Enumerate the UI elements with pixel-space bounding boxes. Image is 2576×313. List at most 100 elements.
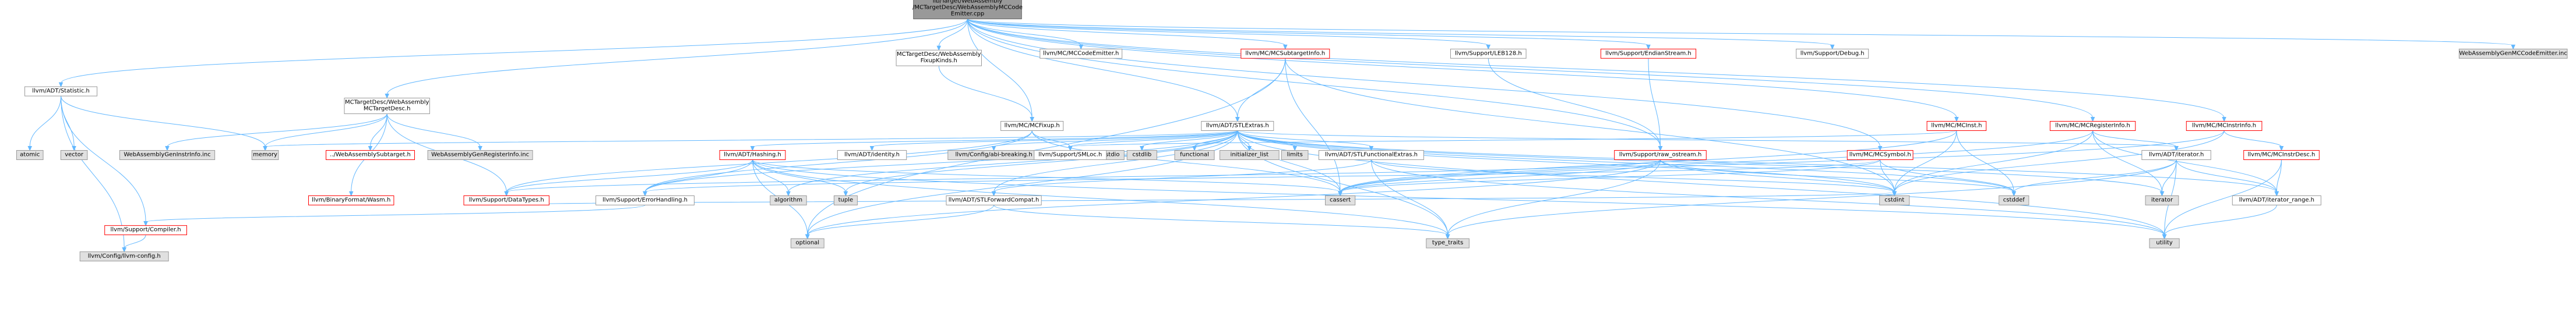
edge-line xyxy=(752,159,789,193)
node-box xyxy=(251,150,279,160)
graph-node-mcfixup[interactable]: llvm/MC/MCFixup.h xyxy=(1000,120,1064,131)
node-label: llvm/MC/MCCodeEmitter.h xyxy=(1043,50,1119,56)
graph-node-errorhandling[interactable]: llvm/Support/ErrorHandling.h xyxy=(595,195,695,205)
node-label: llvm/BinaryFormat/Wasm.h xyxy=(312,197,390,203)
node-label: MCTargetDesc/WebAssembly xyxy=(897,51,981,58)
edge-root-to-statistic xyxy=(58,19,968,88)
node-label: lib/Target/WebAssembly xyxy=(933,0,1003,5)
edge-line xyxy=(386,113,481,147)
edge-line xyxy=(506,159,1661,193)
edge-mcinst-to-cstdint xyxy=(1892,130,1957,197)
graph-node-debug[interactable]: llvm/Support/Debug.h xyxy=(1796,48,1869,59)
edge-line xyxy=(1894,130,1957,193)
node-box xyxy=(946,195,1042,205)
node-label: algorithm xyxy=(774,197,802,203)
graph-node-mccodeemitter[interactable]: llvm/MC/MCCodeEmitter.h xyxy=(1039,48,1123,59)
graph-node-hashing[interactable]: llvm/ADT/Hashing.h xyxy=(719,150,786,160)
edge-stlfunctionalextras-to-cstdint xyxy=(1370,159,1897,197)
node-box xyxy=(1174,150,1215,160)
graph-node-datatypes[interactable]: llvm/Support/DataTypes.h xyxy=(463,195,549,205)
edge-line xyxy=(993,130,1238,147)
edge-line xyxy=(872,130,1238,147)
edge-root-to-mccodeemitter xyxy=(967,19,1084,50)
graph-node-genmccodeemitter: WebAssemblyGenMCCodeEmitter.inc xyxy=(2458,48,2568,59)
edge-arrowhead xyxy=(1235,116,1240,122)
graph-node-mcinst[interactable]: llvm/MC/MCInst.h xyxy=(1926,120,1987,131)
graph-node-leb128[interactable]: llvm/Support/LEB128.h xyxy=(1450,48,1527,59)
node-label: cstdio xyxy=(1102,152,1120,158)
graph-node-statistic[interactable]: llvm/ADT/Statistic.h xyxy=(24,86,98,97)
graph-node-stlforwardcompat[interactable]: llvm/ADT/STLForwardCompat.h xyxy=(946,195,1042,205)
graph-node-algorithm: algorithm xyxy=(770,195,807,205)
edge-root-to-mcsymbol xyxy=(967,19,1883,151)
node-label: llvm/MC/MCInstrDesc.h xyxy=(2248,152,2316,158)
node-label: llvm/ADT/STLForwardCompat.h xyxy=(949,197,1039,203)
edge-line xyxy=(644,130,1032,193)
graph-node-iteratorh[interactable]: llvm/ADT/iterator.h xyxy=(2141,150,2211,160)
edge-arrowhead xyxy=(1292,146,1297,151)
edge-line xyxy=(644,130,1238,193)
graph-node-registerinfo[interactable]: llvm/MC/MCRegisterInfo.h xyxy=(2049,120,2136,131)
edge-iteratorrange-to-utility xyxy=(2162,205,2277,240)
node-label: llvm/Config/abi-breaking.h xyxy=(955,152,1032,158)
node-box xyxy=(2232,195,2321,205)
graph-node-rawostream[interactable]: llvm/Support/raw_ostream.h xyxy=(1614,150,1707,160)
edge-line xyxy=(807,205,995,236)
graph-node-cassert: cassert xyxy=(1325,195,1356,205)
graph-node-endianstream[interactable]: llvm/Support/EndianStream.h xyxy=(1600,48,1697,59)
graph-node-typetraits: type_traits xyxy=(1426,238,1470,248)
graph-node-tuple: tuple xyxy=(833,195,858,205)
edge-line xyxy=(2092,130,2162,193)
edge-registerinfo-to-iteratorh xyxy=(2092,130,2179,151)
edge-arrowhead xyxy=(348,191,354,197)
node-box xyxy=(1999,195,2029,205)
edge-line xyxy=(506,130,1032,193)
node-label: llvm/Support/ErrorHandling.h xyxy=(602,197,688,203)
edge-line xyxy=(967,19,1081,46)
edge-line xyxy=(1237,130,2277,193)
node-box xyxy=(1039,48,1123,59)
node-box xyxy=(1281,150,1309,160)
node-label: llvm/ADT/Statistic.h xyxy=(32,88,90,94)
node-box xyxy=(1450,48,1527,59)
edge-arrowhead xyxy=(1445,234,1450,240)
edge-line xyxy=(2092,130,2177,147)
edge-mcsymbol-to-cassert xyxy=(1338,159,1881,197)
edge-arrowhead xyxy=(2222,116,2226,122)
edge-rawostream-to-datatypes xyxy=(504,159,1661,197)
graph-node-subtargetinfo[interactable]: llvm/MC/MCSubtargetInfo.h xyxy=(1241,48,1330,59)
graph-node-stlfunctionalextras[interactable]: llvm/ADT/STLFunctionalExtras.h xyxy=(1318,150,1424,160)
graph-node-stlextras[interactable]: llvm/ADT/STLExtras.h xyxy=(1201,120,1274,131)
edge-root-to-targetdesc xyxy=(385,19,968,99)
edge-fixupkinds-to-mcfixup xyxy=(938,66,1034,122)
edge-arrowhead xyxy=(786,191,791,197)
edge-line xyxy=(967,19,1032,118)
graph-node-binaryformat[interactable]: llvm/BinaryFormat/Wasm.h xyxy=(308,195,394,205)
edge-stlforwardcompat-to-optional xyxy=(805,205,995,240)
edge-stlfunctionalextras-to-utility xyxy=(1370,159,2167,240)
edge-line xyxy=(1285,58,1341,193)
node-box xyxy=(837,150,907,160)
graph-node-iteratorrange[interactable]: llvm/ADT/iterator_range.h xyxy=(2232,195,2321,205)
graph-node-compiler[interactable]: llvm/Support/Compiler.h xyxy=(104,225,187,236)
node-label: WebAssemblyGenRegisterInfo.inc xyxy=(431,152,529,158)
node-box xyxy=(896,49,982,66)
edge-line xyxy=(1285,58,1895,193)
node-box xyxy=(1879,195,1910,205)
graph-node-smloc[interactable]: llvm/Support/SMLoc.h xyxy=(1034,150,1107,160)
edge-arrowhead xyxy=(843,191,848,197)
graph-node-instrinfo[interactable]: llvm/MC/MCInstrInfo.h xyxy=(2186,120,2263,131)
edge-line xyxy=(1237,130,2177,147)
edge-arrowhead xyxy=(643,191,647,197)
graph-node-wasmsubtarget[interactable]: ../WebAssemblySubtarget.h xyxy=(326,150,415,160)
node-label: cassert xyxy=(1330,197,1351,203)
edge-root-to-rawostream xyxy=(967,19,1663,151)
edge-mcfixup-to-datatypes xyxy=(504,130,1032,197)
graph-node-mcsymbol[interactable]: llvm/MC/MCSymbol.h xyxy=(1846,150,1914,160)
node-label: utility xyxy=(2156,240,2173,246)
graph-node-identity[interactable]: llvm/ADT/identity.h xyxy=(837,150,907,160)
edge-line xyxy=(61,95,266,147)
graph-node-mcinstrdesc[interactable]: llvm/MC/MCInstrDesc.h xyxy=(2243,150,2320,160)
